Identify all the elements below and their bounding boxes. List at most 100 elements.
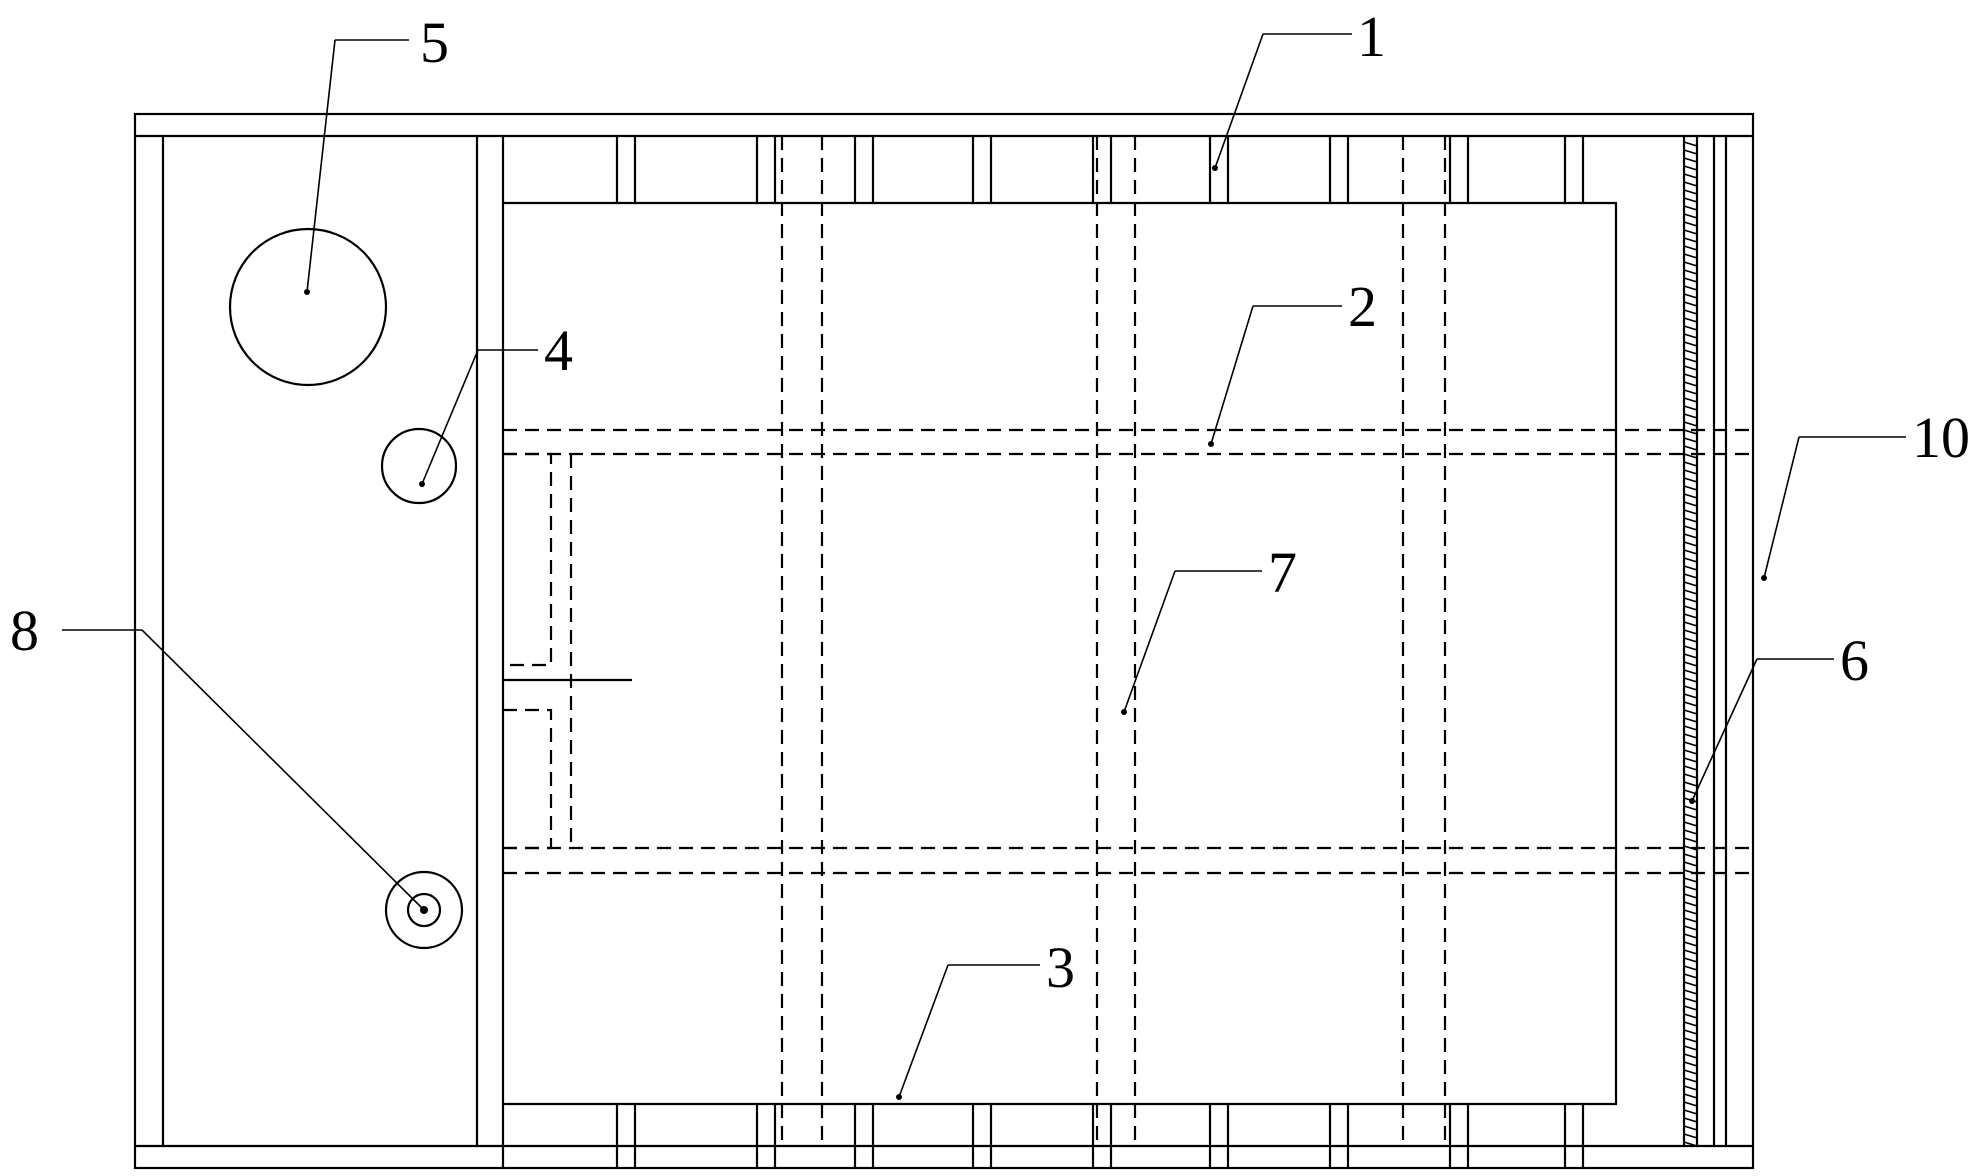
- rack-tooth: [1683, 829, 1698, 835]
- rack-tooth: [1683, 1133, 1698, 1139]
- horizontal-dashed-beams: [503, 428, 1753, 875]
- rack-tooth: [1683, 733, 1698, 739]
- inner-plate: [503, 201, 1618, 1106]
- rack-tooth: [1683, 533, 1698, 539]
- rack-tooth: [1683, 549, 1698, 555]
- rack-tooth: [1683, 1045, 1698, 1051]
- rack-tooth: [1683, 853, 1698, 859]
- rack-tooth: [1683, 565, 1698, 571]
- large-port-circle: [228, 227, 388, 387]
- rack-tooth: [1683, 469, 1698, 475]
- rack-tooth: [1683, 453, 1698, 459]
- bolt-inner-circle: [406, 892, 442, 928]
- rack-tooth: [1683, 293, 1698, 299]
- rack-tooth: [1683, 517, 1698, 523]
- rack-tooth: [1683, 285, 1698, 291]
- callout-1: 1: [1357, 4, 1386, 69]
- rack-tooth: [1683, 685, 1698, 691]
- rack-tooth: [1683, 357, 1698, 363]
- rack-tooth: [1683, 253, 1698, 259]
- rack-tooth: [1683, 149, 1698, 155]
- callout-labels: 5 1 4 2 7 10 6 8 3: [10, 4, 1970, 1000]
- bolt-outer-circle: [384, 870, 464, 950]
- rack-tooth: [1683, 1005, 1698, 1011]
- rack-tooth: [1683, 181, 1698, 187]
- rack-tooth: [1683, 893, 1698, 899]
- rack-tooth: [1683, 717, 1698, 723]
- rack-tooth: [1683, 877, 1698, 883]
- rack-tooth: [1683, 525, 1698, 531]
- callout-7: 7: [1268, 540, 1297, 605]
- rack-tooth: [1683, 365, 1698, 371]
- rack-tooth: [1683, 1069, 1698, 1075]
- rack-tooth: [1683, 1085, 1698, 1091]
- bottom-ribs: [615, 1104, 1585, 1168]
- rack-tooth: [1683, 1061, 1698, 1067]
- port-circles: [228, 227, 464, 950]
- rack-tooth: [1683, 1037, 1698, 1043]
- rack-tooth: [1683, 861, 1698, 867]
- rack-tooth: [1683, 189, 1698, 195]
- rack-tooth: [1683, 205, 1698, 211]
- rack-tooth: [1683, 621, 1698, 627]
- rack-tooth: [1683, 333, 1698, 339]
- rack-tooth: [1683, 949, 1698, 955]
- rack-tooth: [1683, 837, 1698, 843]
- callout-6: 6: [1840, 628, 1869, 693]
- rack-tooth: [1683, 341, 1698, 347]
- rack-tooth: [1683, 1141, 1698, 1147]
- rack-tooth: [1683, 485, 1698, 491]
- rack-tooth: [1683, 557, 1698, 563]
- rack-tooth: [1683, 165, 1698, 171]
- rack-tooth: [1683, 973, 1698, 979]
- rack-tooth: [1683, 965, 1698, 971]
- rack-tooth: [1683, 813, 1698, 819]
- rack-tooth: [1683, 901, 1698, 907]
- rack-tooth: [1683, 389, 1698, 395]
- rack-tooth: [1683, 317, 1698, 323]
- rack-tooth: [1683, 269, 1698, 275]
- rack-tooth: [1683, 197, 1698, 203]
- callout-8: 8: [10, 598, 39, 663]
- rack-tooth: [1683, 981, 1698, 987]
- rack-tooth: [1683, 157, 1698, 163]
- rack-tooth: [1683, 349, 1698, 355]
- rack-tooth: [1683, 381, 1698, 387]
- rack-tooth: [1683, 821, 1698, 827]
- rack-tooth: [1683, 461, 1698, 467]
- callout-4: 4: [544, 318, 573, 383]
- rack-tooth: [1683, 1093, 1698, 1099]
- rack-tooth: [1683, 573, 1698, 579]
- rack-tooth: [1683, 309, 1698, 315]
- rack-tooth: [1683, 773, 1698, 779]
- rack-tooth: [1683, 957, 1698, 963]
- rack-tooth: [1683, 909, 1698, 915]
- rack-tooth: [1683, 925, 1698, 931]
- rack-tooth: [1683, 245, 1698, 251]
- rack-tooth: [1683, 669, 1698, 675]
- rack-tooth: [1683, 429, 1698, 435]
- rack-tooth: [1683, 781, 1698, 787]
- rack-tooth: [1683, 229, 1698, 235]
- rack-tooth: [1683, 493, 1698, 499]
- rack-tooth: [1683, 629, 1698, 635]
- rack-tooth: [1683, 237, 1698, 243]
- rack-tooth: [1683, 1021, 1698, 1027]
- leader-lines: [62, 33, 1906, 1100]
- rack-tooth: [1683, 397, 1698, 403]
- rack-tooth: [1683, 1077, 1698, 1083]
- rack-tooth: [1683, 605, 1698, 611]
- outer-frame: [133, 112, 1755, 1170]
- rack-tooth: [1683, 501, 1698, 507]
- toothed-rack: [1682, 136, 1699, 1147]
- rack-tooth: [1683, 1109, 1698, 1115]
- rack-tooth: [1683, 757, 1698, 763]
- rack-tooth: [1683, 869, 1698, 875]
- rack-tooth: [1683, 405, 1698, 411]
- rack-tooth: [1683, 741, 1698, 747]
- rack-tooth: [1683, 701, 1698, 707]
- callout-5: 5: [420, 10, 449, 75]
- rack-tooth: [1683, 845, 1698, 851]
- rack-tooth: [1683, 437, 1698, 443]
- left-bracket: [503, 452, 632, 850]
